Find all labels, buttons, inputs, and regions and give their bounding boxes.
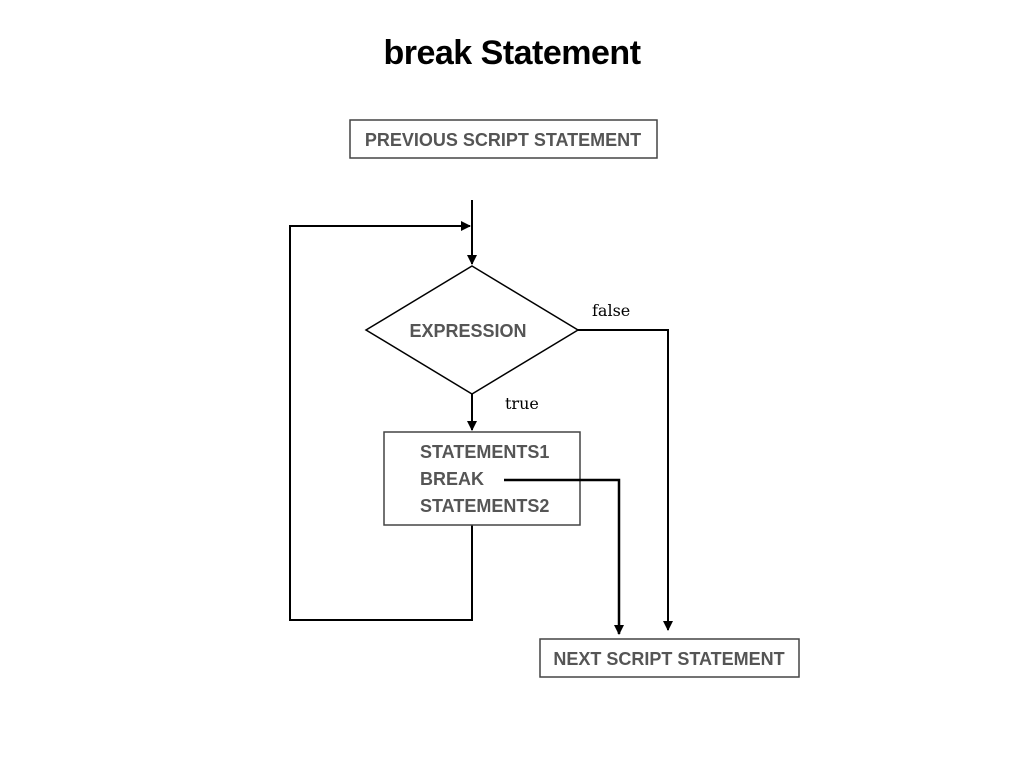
previous-statement-box <box>349 119 658 159</box>
next-statement-label: NEXT SCRIPT STATEMENT <box>553 649 784 669</box>
statements1-label: STATEMENTS1 <box>420 442 549 462</box>
slide-title: break Statement <box>383 34 641 72</box>
next-statement-box <box>539 638 800 678</box>
previous-statement-label: PREVIOUS SCRIPT STATEMENT <box>365 130 641 150</box>
statements2-label: STATEMENTS2 <box>420 496 549 516</box>
break-jump-line <box>504 478 624 635</box>
false-branch-line <box>578 329 673 631</box>
expression-node: EXPRESSION <box>364 265 580 395</box>
false-label: false <box>592 301 630 320</box>
break-label: BREAK <box>420 469 484 489</box>
next-statement-node: NEXT SCRIPT STATEMENT <box>539 638 800 678</box>
previous-statement-node: PREVIOUS SCRIPT STATEMENT <box>349 119 658 159</box>
expression-label: EXPRESSION <box>409 321 526 341</box>
loop-body-node: STATEMENTS1 BREAK STATEMENTS2 <box>383 431 581 526</box>
true-label: true <box>505 394 539 413</box>
loop-back-line <box>289 221 473 621</box>
loop-body-box <box>383 431 581 526</box>
